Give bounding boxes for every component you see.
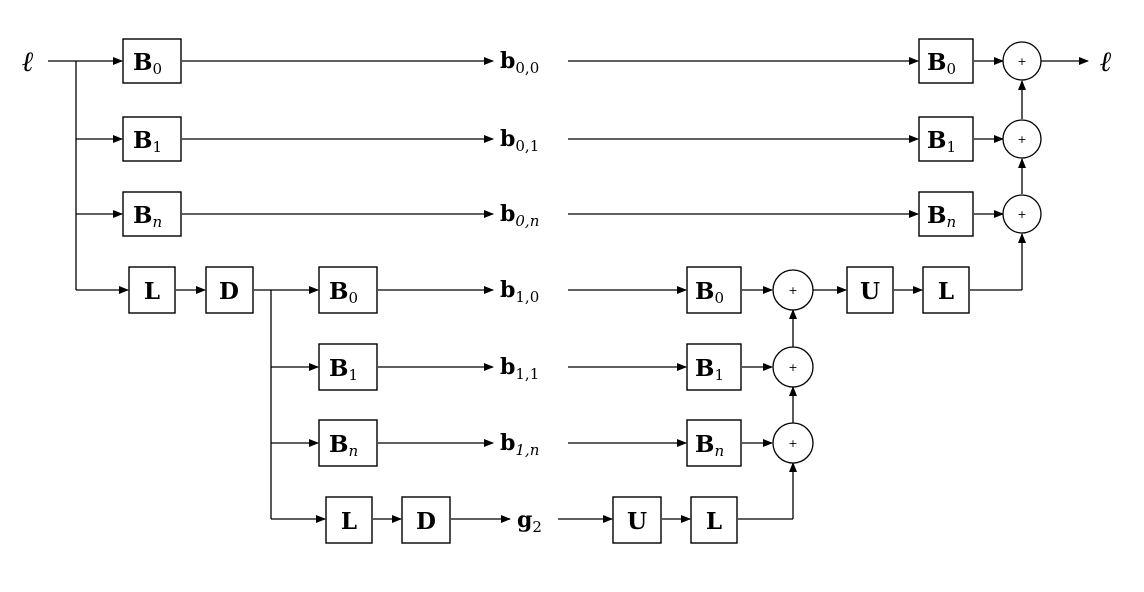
coefficient-b00: b0,0: [500, 48, 539, 77]
analysis-filter-bn-level0: Bn: [122, 191, 182, 237]
svg-text:D: D: [219, 278, 239, 305]
svg-text:L: L: [341, 508, 357, 535]
analysis-filter-b1-level0: B1: [122, 116, 182, 162]
svg-text:B1: B1: [695, 355, 724, 384]
analysis-filter-b0-level0: B0: [122, 38, 182, 84]
svg-text:U: U: [627, 508, 647, 535]
sum-node-level0-1: +: [1002, 119, 1042, 159]
lowpass-synthesis-level1: L: [922, 266, 970, 314]
coefficient-b01: b0,1: [500, 126, 539, 155]
coefficient-b11: b1,1: [500, 354, 539, 383]
sum-node-level0-0: +: [1002, 41, 1042, 81]
svg-text:L: L: [144, 278, 160, 305]
wires-level0: [48, 57, 1089, 294]
svg-text:B0: B0: [133, 49, 162, 78]
synthesis-filter-bn-level0: Bn: [918, 191, 974, 237]
svg-text:L: L: [938, 278, 954, 305]
svg-text:U: U: [860, 278, 880, 305]
svg-text:Bn: Bn: [695, 431, 724, 460]
wires-level1: [176, 286, 923, 523]
svg-text:Bn: Bn: [133, 202, 162, 231]
svg-text:+: +: [788, 361, 797, 374]
analysis-filter-bn-level1: Bn: [318, 419, 378, 467]
coefficient-b10: b1,0: [500, 277, 539, 306]
svg-text:+: +: [788, 437, 797, 450]
downsample-level1: D: [205, 266, 254, 314]
svg-text:B1: B1: [329, 355, 358, 384]
analysis-filter-b1-level1: B1: [318, 343, 378, 391]
lowpass-filter-level2: L: [325, 496, 373, 544]
sum-node-level0-n: +: [1002, 194, 1042, 234]
svg-text:+: +: [1017, 133, 1026, 146]
svg-text:+: +: [1017, 208, 1026, 221]
upsample-level1: U: [846, 266, 894, 314]
synthesis-filter-bn-level1: Bn: [686, 419, 742, 467]
sum-node-level1-n: +: [772, 422, 814, 464]
svg-text:L: L: [706, 508, 722, 535]
svg-text:B0: B0: [329, 278, 358, 307]
lowpass-synthesis-level2: L: [690, 496, 738, 544]
svg-text:B0: B0: [927, 49, 956, 78]
upsample-level2: U: [612, 496, 662, 544]
sum-node-level1-0: +: [772, 269, 814, 311]
svg-text:B0: B0: [695, 278, 724, 307]
lowpass-filter-level1: L: [128, 266, 176, 314]
svg-text:B1: B1: [927, 127, 956, 156]
coefficient-b0n: b0,n: [500, 201, 539, 230]
coefficient-b1n: b1,n: [500, 430, 539, 459]
synthesis-filter-b1-level0: B1: [918, 116, 974, 162]
output-signal-label: ℓ: [1099, 45, 1112, 78]
svg-text:B1: B1: [133, 127, 162, 156]
sum-node-level1-1: +: [772, 346, 814, 388]
svg-text:+: +: [1017, 55, 1026, 68]
svg-text:Bn: Bn: [329, 431, 358, 460]
synthesis-filter-b1-level1: B1: [686, 343, 742, 391]
synthesis-filter-b0-level1: B0: [686, 266, 742, 314]
svg-text:D: D: [416, 508, 436, 535]
input-signal-label: ℓ: [21, 45, 34, 78]
synthesis-filter-b0-level0: B0: [918, 38, 974, 84]
downsample-level2: D: [401, 496, 451, 544]
svg-text:+: +: [788, 284, 797, 297]
analysis-filter-b0-level1: B0: [318, 266, 378, 314]
residual-g2: g2: [517, 507, 542, 536]
svg-text:Bn: Bn: [927, 202, 956, 231]
